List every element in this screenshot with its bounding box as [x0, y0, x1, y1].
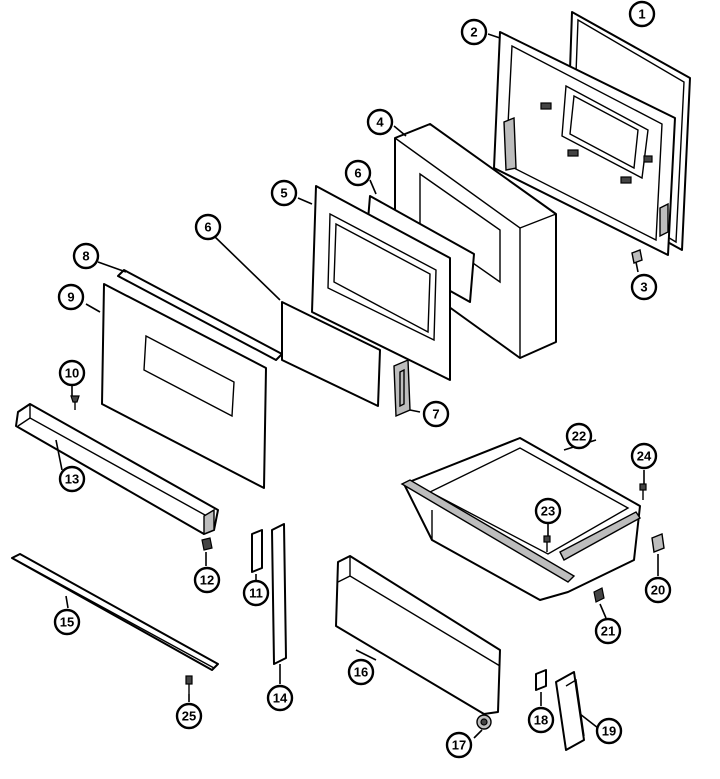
part-15-trim-strip: [11, 553, 219, 671]
callout-label: 23: [541, 504, 555, 519]
callout-label: 18: [534, 713, 548, 728]
callout-7: 7: [422, 400, 450, 428]
callout-6-lower: 6: [194, 213, 222, 241]
callout-label: 12: [200, 573, 214, 588]
callout-1: 1: [628, 0, 656, 28]
part-23-screw: [543, 535, 551, 552]
callout-label: 17: [452, 738, 466, 753]
callout-17: 17: [445, 731, 473, 759]
callout-22: 22: [565, 422, 593, 450]
callouts: 1 2 3 4 5 6 6 7 8 9 10 11 12 13 14 15 16…: [53, 0, 672, 759]
callout-15: 15: [53, 608, 81, 636]
callout-6-upper: 6: [344, 159, 372, 187]
callout-label: 6: [354, 166, 361, 181]
part-11-side-strip: [251, 529, 263, 573]
callout-label: 16: [354, 665, 368, 680]
callout-24: 24: [630, 442, 658, 470]
part-2-inner-door-panel: [493, 31, 676, 256]
part-12-end-cap: [201, 537, 213, 551]
callout-label: 19: [602, 724, 616, 739]
callout-label: 14: [273, 691, 288, 706]
part-9-outer-door-panel: [101, 283, 267, 489]
callout-label: 25: [182, 709, 196, 724]
callout-label: 24: [637, 449, 652, 464]
callout-label: 3: [640, 280, 647, 295]
callout-4: 4: [366, 108, 394, 136]
callout-11: 11: [242, 579, 270, 607]
callout-label: 5: [280, 186, 287, 201]
callout-19: 19: [595, 717, 623, 745]
part-8-strip: [117, 269, 283, 361]
part-17-knob: [476, 714, 492, 730]
callout-label: 20: [651, 583, 665, 598]
part-22-drawer-pan: [400, 437, 642, 601]
callout-12: 12: [193, 566, 221, 594]
part-25-screw: [185, 675, 193, 694]
part-10-screw: [70, 395, 80, 410]
callout-label: 11: [249, 586, 263, 601]
part-7-hinge-bracket: [393, 358, 411, 418]
part-20-glide: [651, 533, 665, 553]
callout-16: 16: [347, 658, 375, 686]
callout-10: 10: [58, 359, 86, 387]
callout-23: 23: [534, 497, 562, 525]
part-18-bracket: [535, 669, 547, 691]
callout-18: 18: [527, 706, 555, 734]
callout-5: 5: [270, 179, 298, 207]
callout-25: 25: [175, 702, 203, 730]
part-5-door-frame: [311, 185, 451, 381]
callout-3: 3: [630, 273, 658, 301]
callout-21: 21: [594, 617, 622, 645]
part-19-side-cover: [555, 671, 585, 751]
callout-2: 2: [460, 18, 488, 46]
callout-8: 8: [72, 242, 100, 270]
callout-label: 6: [204, 220, 211, 235]
callout-20: 20: [644, 576, 672, 604]
callout-label: 1: [638, 7, 645, 22]
callout-label: 8: [82, 249, 89, 264]
callout-label: 13: [65, 472, 79, 487]
part-6-glass-lower: [281, 301, 381, 407]
part-14-long-strip: [271, 523, 287, 665]
callout-label: 9: [67, 290, 74, 305]
callout-label: 7: [432, 407, 439, 422]
part-24-screw: [639, 483, 647, 500]
callout-label: 4: [376, 115, 384, 130]
callout-label: 2: [470, 25, 477, 40]
part-4-insulation-block: [394, 123, 557, 359]
callout-label: 22: [572, 429, 586, 444]
callout-9: 9: [57, 283, 85, 311]
callout-13: 13: [58, 465, 86, 493]
part-13-handle: [15, 403, 219, 536]
part-16-drawer-front: [335, 555, 501, 715]
callout-label: 10: [65, 366, 79, 381]
part-21-roller: [593, 587, 605, 603]
part-3-clip: [631, 249, 643, 264]
callout-label: 21: [601, 624, 615, 639]
callout-label: 15: [60, 615, 74, 630]
callout-14: 14: [266, 684, 294, 712]
